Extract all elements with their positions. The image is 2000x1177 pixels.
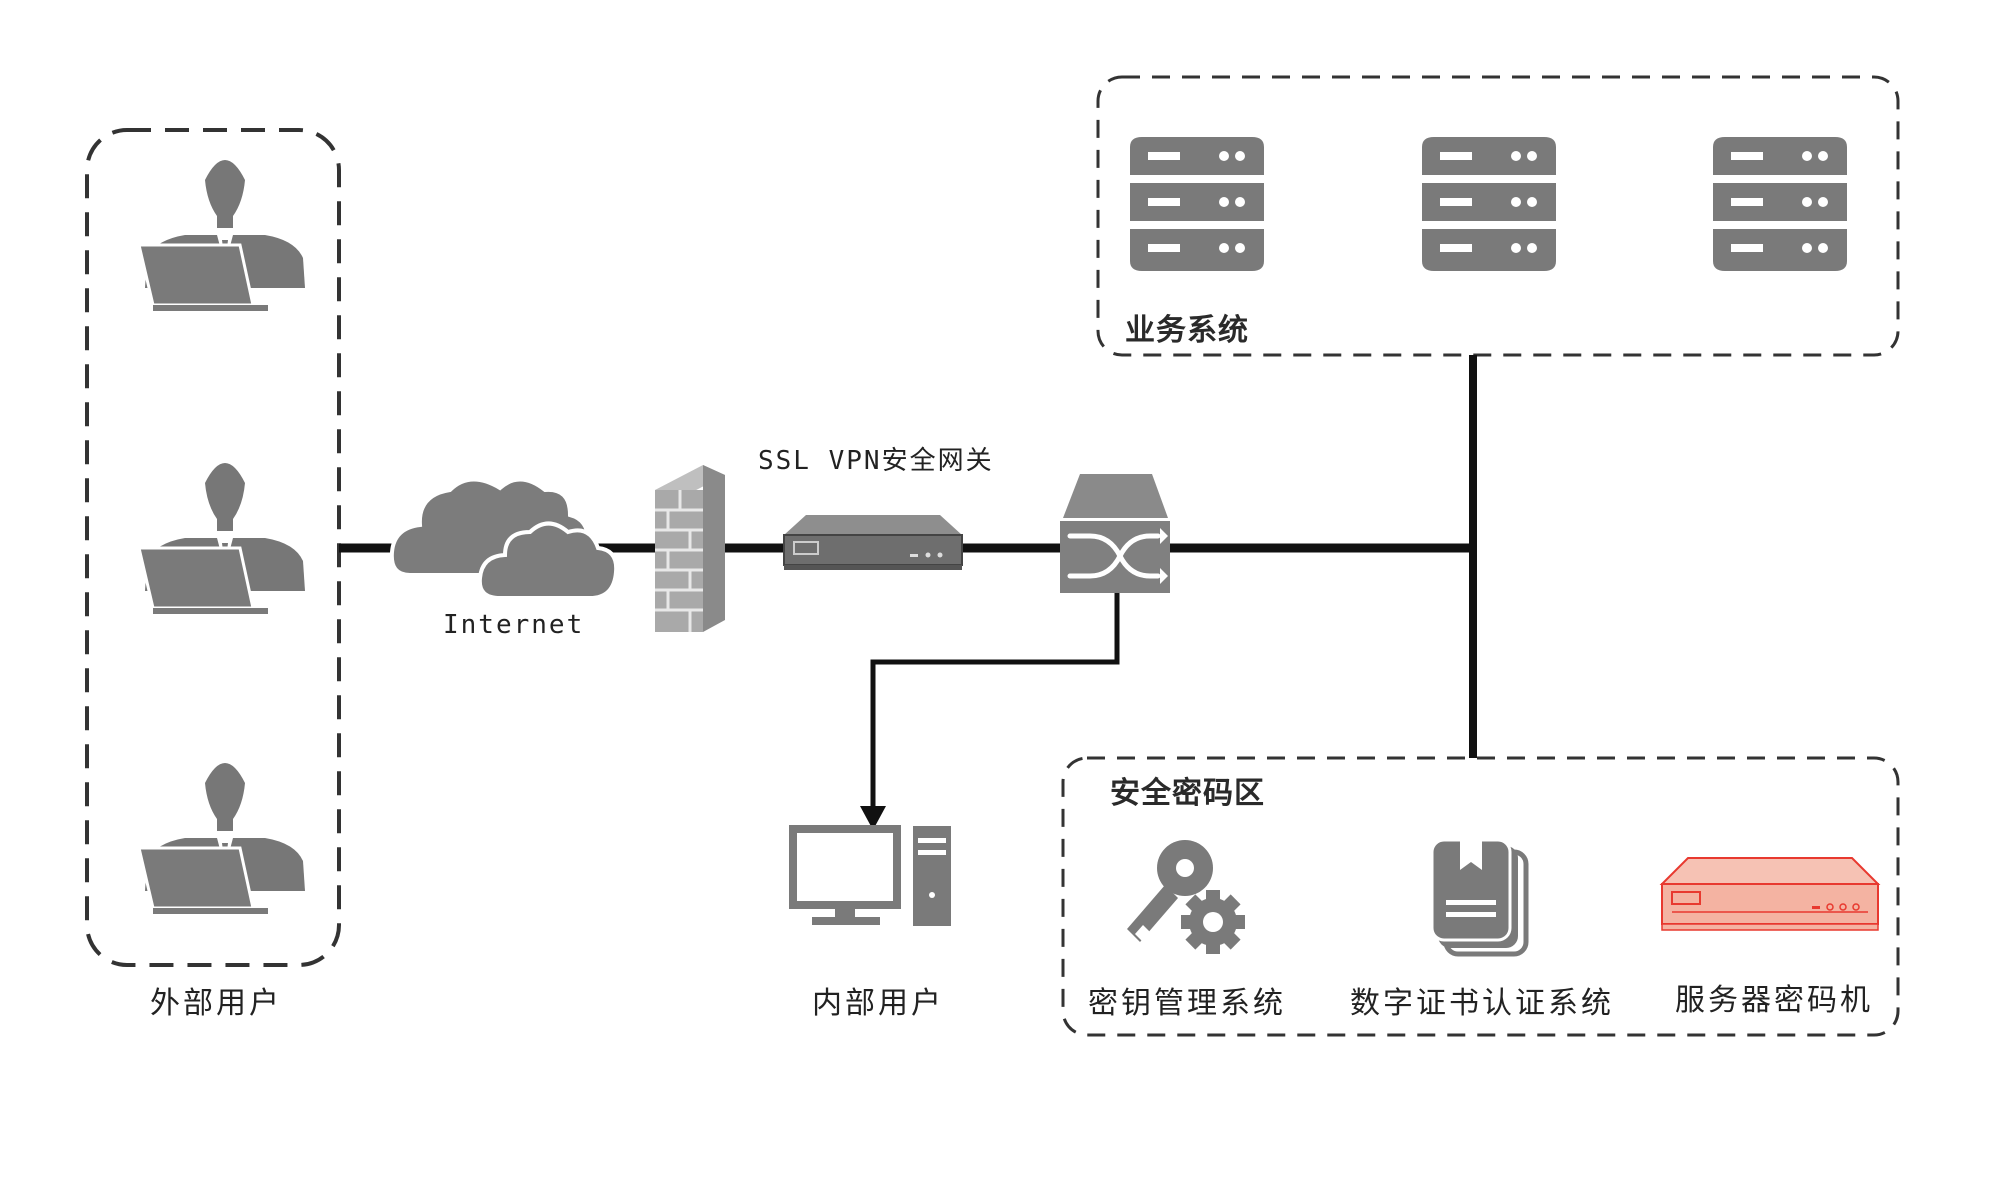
internal-user-link: [870, 593, 1120, 812]
internet-cloud-icon: [389, 477, 619, 600]
server-icon: [1713, 137, 1847, 271]
external-user-icon: [137, 158, 307, 313]
internet-label: Internet: [443, 610, 585, 640]
crypto-machine-icon: [1659, 857, 1881, 931]
vpn-gateway-icon: [783, 515, 963, 570]
business-system-group-box: [1096, 75, 1900, 357]
internal-user-label: 内部用户: [812, 986, 944, 1021]
server-crypto-label: 服务器密码机: [1675, 983, 1873, 1018]
switch-icon: [1060, 474, 1170, 593]
key-management-label: 密钥管理系统: [1088, 986, 1286, 1021]
certificate-book-icon: [1430, 838, 1529, 957]
business-system-label: 业务系统: [1125, 313, 1249, 348]
desktop-pc-icon: [789, 825, 951, 926]
external-users-label: 外部用户: [150, 986, 282, 1021]
arrow-head-icon: [860, 806, 886, 830]
external-user-icon: [137, 761, 307, 916]
key-gear-icon: [1127, 840, 1245, 954]
security-zone-group-box: [1061, 756, 1900, 1037]
server-icon: [1130, 137, 1264, 271]
security-zone-label: 安全密码区: [1110, 776, 1265, 811]
firewall-icon: [655, 465, 725, 632]
digital-cert-label: 数字证书认证系统: [1350, 986, 1614, 1021]
vpn-gateway-label: SSL VPN安全网关: [758, 446, 994, 476]
server-icon: [1422, 137, 1556, 271]
external-user-icon: [137, 461, 307, 616]
